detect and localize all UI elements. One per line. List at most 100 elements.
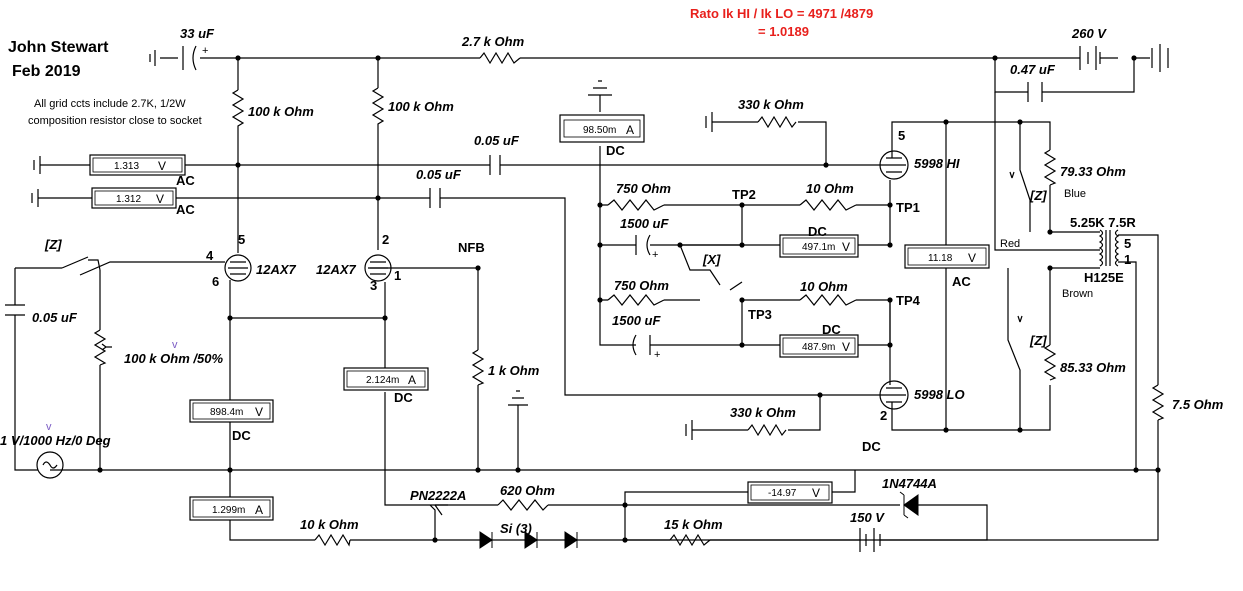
transistor-pn2222a <box>429 504 448 520</box>
svg-text:Si (3): Si (3) <box>500 521 532 536</box>
diode-1 <box>479 531 493 549</box>
svg-text:TP2: TP2 <box>732 187 756 202</box>
meter-value: 497.1m <box>802 242 835 253</box>
svg-text:12AX7: 12AX7 <box>256 262 297 277</box>
potentiometer <box>93 329 107 366</box>
switches <box>61 171 1023 323</box>
svg-text:TP1: TP1 <box>896 200 920 215</box>
svg-text:5: 5 <box>898 128 905 143</box>
batteries <box>859 46 1101 552</box>
svg-text:750 Ohm: 750 Ohm <box>614 278 669 293</box>
svg-text:6: 6 <box>212 274 219 289</box>
svg-text:v: v <box>172 339 178 351</box>
svg-text:[Z]: [Z] <box>44 237 62 252</box>
svg-text:TP4: TP4 <box>896 293 921 308</box>
svg-text:10 Ohm: 10 Ohm <box>800 279 848 294</box>
meter-ac-1118: 11.18 V <box>904 244 990 269</box>
svg-text:H125E: H125E <box>1084 270 1124 285</box>
meter-value: 98.50m <box>583 125 616 136</box>
svg-text:0.05 uF: 0.05 uF <box>416 167 462 182</box>
svg-text:4: 4 <box>206 248 214 263</box>
resistor-1k <box>471 349 485 386</box>
mode-label: AC <box>176 173 195 188</box>
mode-label: DC <box>862 439 881 454</box>
meter-unit: V <box>158 159 166 173</box>
svg-text:1500 uF: 1500 uF <box>620 216 669 231</box>
resistor-330k-top <box>757 115 797 129</box>
battery-260v <box>1079 46 1101 70</box>
meter-value: 1.313 <box>114 161 139 172</box>
svg-text:[Z]: [Z] <box>1029 188 1047 203</box>
svg-text:10 k Ohm: 10 k Ohm <box>300 517 359 532</box>
zener-diode <box>899 491 919 519</box>
meter-value: 898.4m <box>210 407 243 418</box>
resistor-10k <box>314 533 351 547</box>
resistor-10-bottom <box>799 294 857 306</box>
svg-text:260 V: 260 V <box>1071 26 1107 41</box>
meter-dc-1497: -14.97 V <box>747 481 833 504</box>
output-transformer <box>1098 229 1120 267</box>
pot-wiper <box>101 343 112 351</box>
svg-text:v: v <box>46 421 52 433</box>
meter-dc-898: 898.4m V <box>189 399 274 423</box>
svg-text:+: + <box>202 45 208 57</box>
meter-value: 2.124m <box>366 375 399 386</box>
meter-unit: A <box>255 503 263 517</box>
meter-dc-2124: 2.124m A <box>343 367 429 391</box>
svg-text:0.05 uF: 0.05 uF <box>474 133 520 148</box>
diode-3 <box>564 531 578 549</box>
diode-2 <box>524 531 538 549</box>
svg-text:5.25K 7.5R: 5.25K 7.5R <box>1070 215 1136 230</box>
svg-text:[Z]: [Z] <box>1029 333 1047 348</box>
switch-z-left <box>61 256 101 271</box>
mode-label: DC <box>232 428 251 443</box>
resistor-7-5 <box>1151 384 1165 421</box>
svg-text:0.47 uF: 0.47 uF <box>1010 62 1056 77</box>
ratio-line-1: Rato Ik HI / Ik LO = 4971 /4879 <box>690 6 873 21</box>
svg-text:330 k Ohm: 330 k Ohm <box>730 405 796 420</box>
meter-value: 11.18 <box>928 253 953 264</box>
svg-text:620 Ohm: 620 Ohm <box>500 483 555 498</box>
svg-text:5998 LO: 5998 LO <box>914 387 965 402</box>
svg-text:1: 1 <box>1124 252 1131 267</box>
mode-label: AC <box>176 202 195 217</box>
mode-label: DC <box>394 390 413 405</box>
meter-mode-labels: AC AC DC DC DC DC DC AC DC <box>176 143 971 454</box>
semiconductors <box>429 491 919 549</box>
capacitor-047uf <box>1027 82 1043 102</box>
svg-text:7.5 Ohm: 7.5 Ohm <box>1172 397 1224 412</box>
tubes <box>224 150 909 410</box>
meter-dc-1299: 1.299m A <box>189 496 274 521</box>
svg-text:12AX7: 12AX7 <box>316 262 357 277</box>
svg-text:NFB: NFB <box>458 240 485 255</box>
meter-value: 1.312 <box>116 194 141 205</box>
svg-text:100 k Ohm: 100 k Ohm <box>388 99 454 114</box>
meter-value: -14.97 <box>768 488 797 499</box>
svg-text:0.05 uF: 0.05 uF <box>32 310 78 325</box>
capacitor-33uf: + <box>182 45 208 71</box>
svg-text:1N4744A: 1N4744A <box>882 476 937 491</box>
svg-text:5998 HI: 5998 HI <box>914 156 960 171</box>
header: John Stewart Feb 2019 All grid ccts incl… <box>8 6 873 127</box>
svg-text:TP3: TP3 <box>748 307 772 322</box>
note-line-1: All grid ccts include 2.7K, 1/2W <box>34 98 186 110</box>
svg-text:[X]: [X] <box>702 252 721 267</box>
resistor-750-bottom <box>607 294 665 306</box>
svg-text:1500 uF: 1500 uF <box>612 313 661 328</box>
svg-text:10 Ohm: 10 Ohm <box>806 181 854 196</box>
svg-text:2.7 k Ohm: 2.7 k Ohm <box>461 34 525 49</box>
meter-unit: V <box>156 192 164 206</box>
meter-unit: V <box>842 240 850 254</box>
svg-text:33 uF: 33 uF <box>180 26 215 41</box>
capacitor-1500-b: + <box>632 334 660 361</box>
tube-5998-lo <box>879 380 909 410</box>
capacitors: + + + <box>5 45 1043 361</box>
meter-unit: V <box>812 486 820 500</box>
resistor-15k <box>669 533 711 547</box>
tube-12ax7-left <box>224 254 252 282</box>
svg-text:Blue: Blue <box>1064 188 1086 200</box>
tube-5998-hi <box>879 150 909 180</box>
svg-text:2: 2 <box>880 408 887 423</box>
meter-unit: A <box>408 373 416 387</box>
